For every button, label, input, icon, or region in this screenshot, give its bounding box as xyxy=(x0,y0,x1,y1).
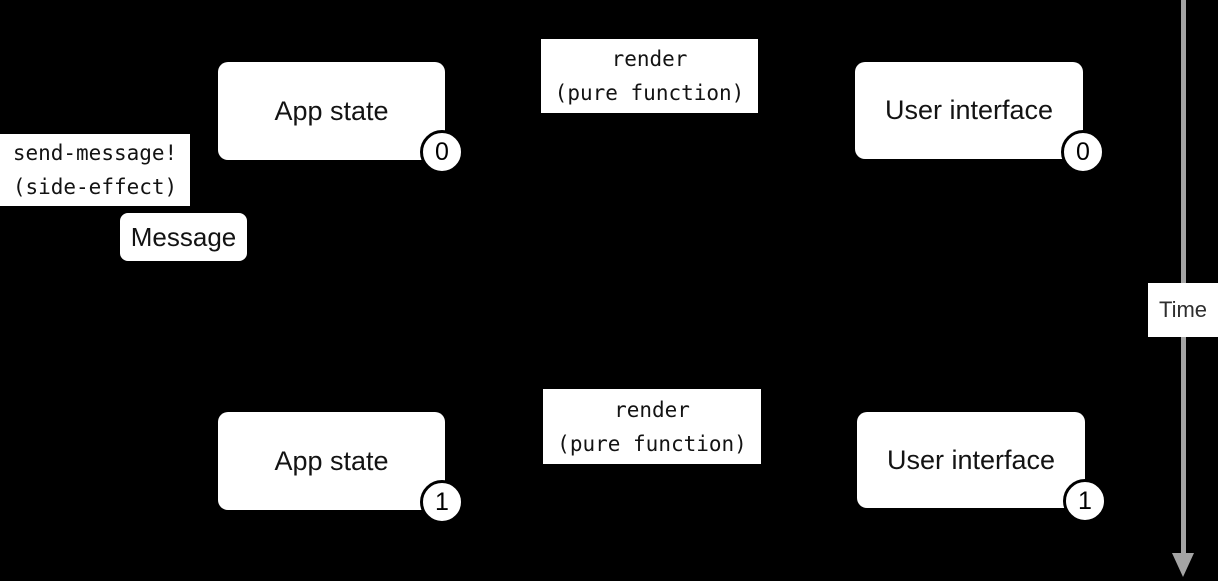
message-box: Message xyxy=(120,213,247,261)
app-state-version-badge-1: 1 xyxy=(420,480,464,524)
time-label-text: Time xyxy=(1158,297,1208,322)
render-label-line2-0: (pure function) xyxy=(554,81,745,105)
app-state-label-0: App state xyxy=(274,95,389,126)
app-state-label-1: App state xyxy=(274,445,389,476)
user-interface-box-0: User interface 0 xyxy=(855,62,1105,174)
message-label: Message xyxy=(130,221,237,252)
send-message-note-line1: send-message! xyxy=(12,141,178,165)
time-label: Time xyxy=(1148,283,1218,337)
user-interface-label-0: User interface xyxy=(884,95,1054,125)
render-function-box-0: render (pure function) xyxy=(541,39,758,113)
render-label-line1-1: render xyxy=(614,397,690,422)
send-message-note: send-message! (side-effect) xyxy=(0,134,190,206)
user-interface-version-badge-0: 0 xyxy=(1061,130,1105,174)
render-function-box-1: render (pure function) xyxy=(543,389,761,464)
time-axis-arrowhead-icon xyxy=(1172,553,1194,577)
app-state-box-0: App state 0 xyxy=(218,62,464,174)
send-message-note-line2: (side-effect) xyxy=(12,175,178,199)
app-state-version-badge-0: 0 xyxy=(420,130,464,174)
time-axis-line xyxy=(1181,0,1186,554)
render-label-line2-1: (pure function) xyxy=(557,431,747,456)
render-label-line1-0: render xyxy=(611,47,688,71)
app-state-box-1: App state 1 xyxy=(218,412,464,524)
user-interface-box-1: User interface 1 xyxy=(857,412,1107,523)
user-interface-version-badge-1: 1 xyxy=(1063,479,1107,523)
user-interface-label-1: User interface xyxy=(886,444,1056,475)
